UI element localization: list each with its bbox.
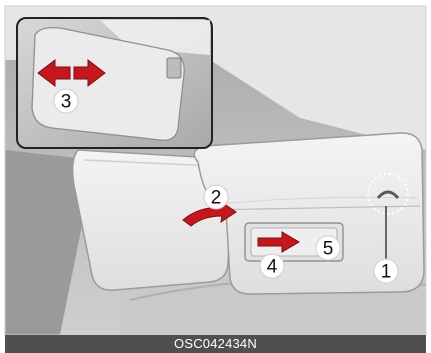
callout-2-label: 2 — [211, 188, 222, 209]
caption-bar: OSC042434N — [5, 335, 426, 353]
callout-5-label: 5 — [323, 239, 334, 260]
callout-3-label: 3 — [61, 92, 72, 113]
callout-3: 3 — [54, 89, 78, 113]
callout-1-label: 1 — [381, 262, 392, 283]
callout-4: 4 — [260, 254, 284, 278]
callout-5: 5 — [316, 236, 340, 260]
figure-code: OSC042434N — [5, 335, 426, 353]
inset-detail-panel — [17, 18, 212, 148]
callout-4-label: 4 — [267, 257, 278, 278]
callout-2: 2 — [204, 185, 228, 209]
callout-1: 1 — [374, 259, 398, 283]
